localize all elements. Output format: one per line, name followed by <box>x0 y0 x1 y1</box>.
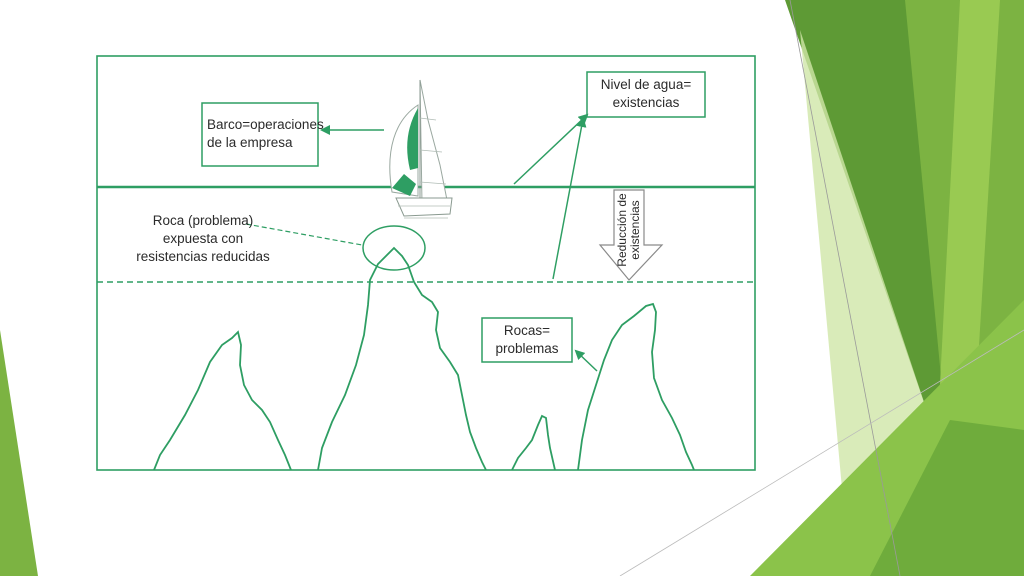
nivel-label: Nivel de agua= existencias <box>589 76 703 112</box>
reduccion-label-line2: existencias <box>628 200 642 260</box>
rock-center <box>317 246 487 471</box>
rock-right <box>577 302 695 471</box>
rocas-label-line1: Rocas= <box>503 323 551 338</box>
roca-label-line1: Roca (problema) <box>152 213 254 228</box>
reduccion-label: Reducción de existencias <box>615 190 644 270</box>
exposed-rock-highlight <box>362 225 426 271</box>
rocas-label-box <box>481 317 573 363</box>
rocas-label-line2: problemas <box>495 341 559 356</box>
roca-label-line3: resistencias reducidas <box>136 249 270 264</box>
rock-left <box>153 330 292 471</box>
thin-line-1 <box>789 0 901 576</box>
barco-label-line1: Barco=operaciones <box>207 117 324 132</box>
rocas-arrow <box>574 349 598 372</box>
roca-label: Roca (problema) expuesta con resistencia… <box>128 212 278 266</box>
down-arrow-icon <box>598 189 664 281</box>
facet-bottom-dark <box>870 420 1024 576</box>
nivel-label-line1: Nivel de agua= <box>600 77 692 92</box>
barco-label: Barco=operaciones de la empresa <box>207 116 324 152</box>
roca-label-line2: expuesta con <box>162 231 244 246</box>
nivel-arrow-high <box>513 113 589 185</box>
left-green-sliver <box>0 330 38 576</box>
nivel-label-line2: existencias <box>612 95 680 110</box>
rock-small <box>511 414 556 471</box>
nivel-label-box <box>586 71 706 118</box>
roca-leader-line <box>245 223 363 246</box>
rocas-label: Rocas= problemas <box>484 322 570 358</box>
sailboat-icon <box>389 79 453 219</box>
barco-label-box <box>201 102 319 167</box>
nivel-arrow-low <box>552 117 587 280</box>
barco-label-line2: de la empresa <box>207 135 293 150</box>
thin-line-2 <box>619 329 1024 576</box>
